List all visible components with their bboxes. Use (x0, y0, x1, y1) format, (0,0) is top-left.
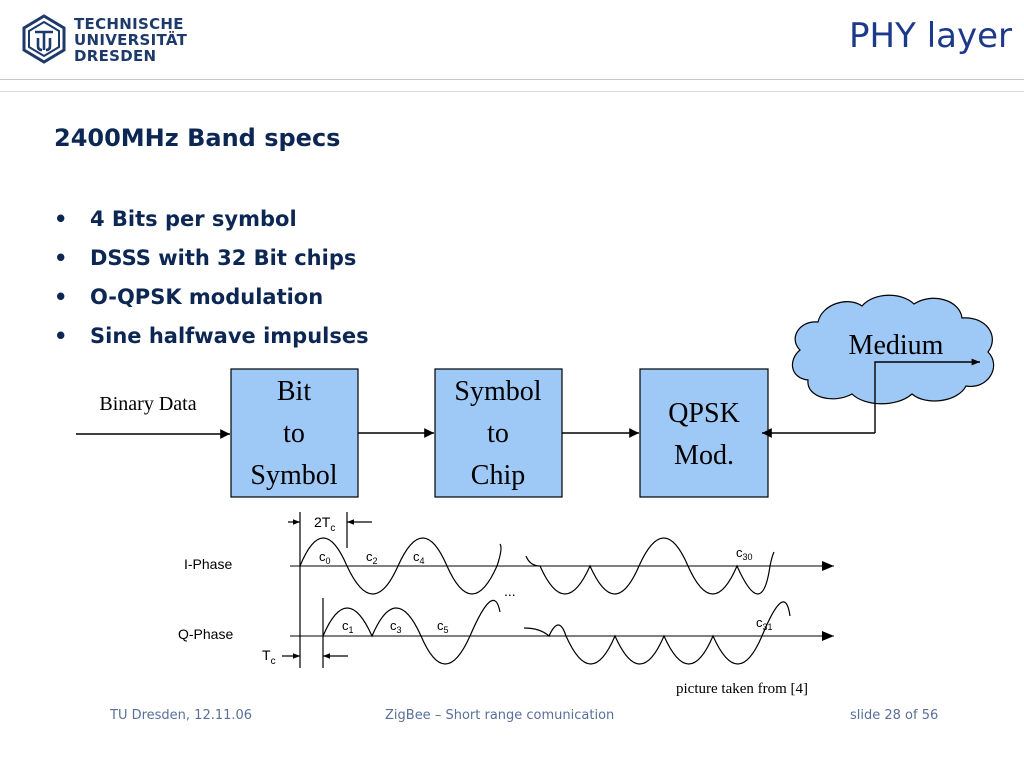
block-label: Bit (277, 376, 311, 407)
wordmark-line: TECHNISCHE (74, 15, 184, 33)
chip-c4: c (413, 549, 420, 564)
ellipsis-label: ... (504, 583, 516, 599)
chip-c3: c (390, 618, 397, 633)
footer-date: TU Dresden, 12.11.06 (110, 708, 253, 723)
header-divider-secondary (0, 91, 1024, 92)
q-phase-wave (322, 599, 791, 665)
university-wordmark: TECHNISCHE UNIVERSITÄT DRESDEN (74, 16, 187, 64)
svg-text:Tc: Tc (262, 647, 276, 667)
image-caption: picture taken from [4] (676, 681, 809, 697)
bullet-text: Sine halfwave impulses (90, 324, 369, 348)
medium-link (874, 358, 980, 433)
bullet-text: DSSS with 32 Bit chips (90, 246, 357, 270)
bullet-item: •Sine halfwave impulses (54, 324, 369, 348)
chip-c31: c (756, 615, 763, 630)
block-label: Chip (471, 460, 525, 491)
bit-to-symbol-block (230, 368, 359, 498)
bullet-text: O-QPSK modulation (90, 285, 324, 309)
binary-data-label: Binary Data (99, 393, 196, 415)
footer-slide-number: slide 28 of 56 (850, 708, 939, 723)
svg-text:c2: c2 (366, 549, 378, 566)
section-heading: 2400MHz Band specs (54, 124, 341, 152)
block-label: to (283, 418, 305, 449)
chip-c2: c (366, 549, 373, 564)
svg-text:c31: c31 (756, 615, 773, 632)
bullet-item: •4 Bits per symbol (54, 207, 297, 231)
symbol-to-chip-block (434, 368, 563, 498)
svg-text:c30: c30 (736, 545, 753, 562)
svg-text:c3: c3 (390, 618, 402, 635)
slide-title: PHY layer (849, 16, 1012, 56)
medium-cloud (791, 294, 995, 405)
medium-label: Medium (849, 330, 944, 361)
qpsk-mod-block (639, 368, 769, 498)
period-sub: c (330, 523, 335, 534)
chip-sub: c (271, 656, 276, 667)
chip-c30: c (736, 545, 743, 560)
i-phase-label: I-Phase (184, 556, 232, 572)
chip-label: T (262, 647, 271, 663)
wordmark-line: DRESDEN (74, 47, 157, 65)
chip-c0: c (319, 549, 326, 564)
chip-c1: c (342, 618, 349, 633)
block-label: Mod. (674, 440, 734, 471)
chip-c5: c (437, 618, 444, 633)
bullet-text: 4 Bits per symbol (90, 207, 297, 231)
bullet-list: •4 Bits per symbol •DSSS with 32 Bit chi… (54, 202, 369, 358)
wordmark-line: UNIVERSITÄT (74, 31, 188, 49)
period-label: 2T (314, 514, 331, 530)
tu-dresden-logo-icon (22, 14, 66, 64)
i-phase-wave (299, 537, 775, 595)
svg-text:c0: c0 (319, 549, 331, 566)
q-phase-label: Q-Phase (178, 626, 233, 642)
bullet-item: •DSSS with 32 Bit chips (54, 246, 357, 270)
block-label: to (487, 418, 509, 449)
svg-text:c4: c4 (413, 549, 425, 566)
oqpsk-waveform: 2Tc Tc I-Phase Q-Phase c0 c2 c4 c30 c1 c… (178, 512, 834, 668)
bullet-item: •O-QPSK modulation (54, 285, 324, 309)
block-label: QPSK (668, 398, 740, 429)
svg-text:2Tc: 2Tc (314, 514, 335, 534)
header-divider (0, 79, 1024, 80)
svg-text:c5: c5 (437, 618, 449, 635)
block-label: Symbol (250, 460, 337, 491)
block-label: Symbol (454, 376, 541, 407)
svg-text:c1: c1 (342, 618, 354, 635)
footer-topic: ZigBee – Short range comunication (385, 708, 615, 723)
